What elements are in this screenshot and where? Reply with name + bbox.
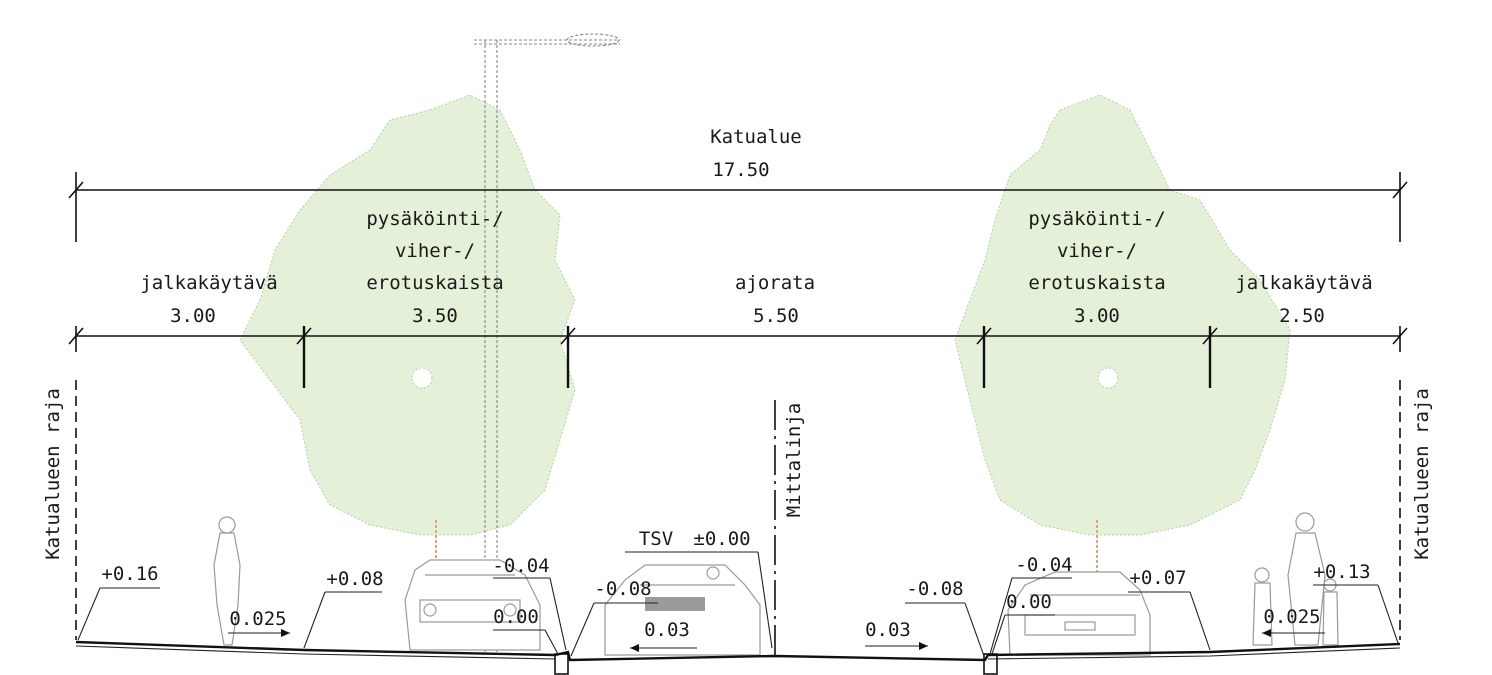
curb-left — [554, 653, 569, 675]
zone-4-label-line-1: pysäköinti-/ — [1028, 208, 1165, 230]
zone-4-value: 3.00 — [1074, 305, 1120, 327]
zone-4-label-line-2: viher-/ — [1057, 240, 1137, 262]
elevation-label-9: +0.07 — [1129, 567, 1186, 589]
slope-arrows — [228, 629, 1325, 652]
slope-label-4: 0.025 — [1263, 606, 1320, 628]
car-left — [404, 559, 541, 651]
total-label: Katualue — [710, 126, 802, 148]
zone-5-value: 2.50 — [1279, 305, 1325, 327]
elevation-label-5: -0.08 — [594, 578, 651, 600]
pedestrian-family — [1252, 512, 1339, 646]
tsv-value: ±0.00 — [693, 528, 750, 550]
slope-label-3: 0.03 — [865, 619, 911, 641]
zone-2-label-line-3: erotuskaista — [366, 272, 503, 294]
zone-4-label-line-3: erotuskaista — [1028, 272, 1165, 294]
car-right — [1007, 571, 1151, 656]
elevation-label-3: -0.04 — [492, 555, 549, 577]
zone-1-label: jalkakäytävä — [140, 272, 277, 294]
tree-right — [954, 94, 1291, 650]
zone-5-label: jalkakäytävä — [1235, 272, 1372, 294]
slope-label-1: 0.025 — [229, 608, 286, 630]
slope-label-2: 0.03 — [644, 619, 690, 641]
car-center — [604, 564, 761, 656]
ground-profile — [75, 640, 1401, 675]
total-dimension: Katualue 17.50 — [68, 126, 1408, 242]
elevation-label-6: -0.08 — [906, 578, 963, 600]
tsv-reference: TSV ±0.00 — [625, 528, 773, 649]
elevation-label-1: +0.16 — [101, 563, 158, 585]
pedestrian-woman — [213, 516, 241, 646]
elevation-leaders — [77, 577, 1399, 657]
zone-dimensions — [68, 326, 1408, 388]
zone-3-value: 5.50 — [753, 305, 799, 327]
elevation-label-4: 0.00 — [493, 606, 539, 628]
zone-3-label: ajorata — [735, 272, 815, 294]
street-light-pole — [474, 33, 620, 652]
zone-2-label-line-2: viher-/ — [395, 240, 475, 262]
elevation-label-8: 0.00 — [1006, 591, 1052, 613]
zone-2-label-line-1: pysäköinti-/ — [366, 208, 503, 230]
elevation-label-7: -0.04 — [1015, 554, 1072, 576]
zone-2-value: 3.50 — [412, 305, 458, 327]
measure-line-label: Mittalinja — [783, 403, 805, 517]
total-value: 17.50 — [712, 159, 769, 181]
elevation-label-10: +0.13 — [1313, 561, 1370, 583]
boundary-label-left: Katualueen raja — [42, 388, 64, 560]
zone-1-value: 3.00 — [170, 305, 216, 327]
elevation-label-2: +0.08 — [326, 568, 383, 590]
tsv-label: TSV — [639, 528, 673, 550]
boundary-label-right: Katualueen raja — [1411, 388, 1433, 560]
